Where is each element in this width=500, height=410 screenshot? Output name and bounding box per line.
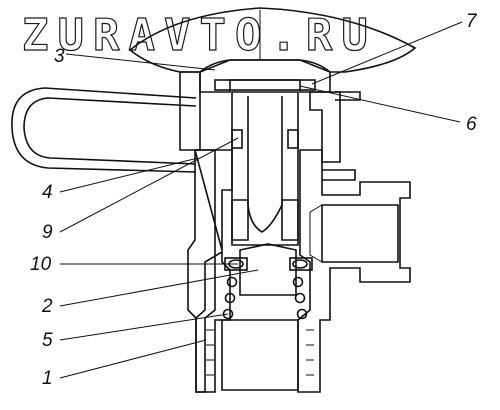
- valve-stem: [231, 91, 299, 246]
- part-label-1: 1: [42, 368, 53, 389]
- valve-body: [187, 91, 411, 393]
- part-label-6: 6: [466, 114, 477, 135]
- spring: [222, 276, 308, 320]
- part-label-3: 3: [54, 46, 65, 67]
- valve-plug: [224, 243, 313, 296]
- part-label-2: 2: [41, 296, 53, 317]
- o-ring-right: [287, 129, 299, 149]
- part-label-5: 5: [42, 330, 53, 351]
- gasket-top: [214, 79, 316, 91]
- part-label-7: 7: [466, 11, 478, 32]
- part-label-10: 10: [30, 254, 52, 275]
- leader-lines: [59, 21, 463, 379]
- part-label-4: 4: [42, 182, 53, 203]
- part-label-9: 9: [42, 222, 53, 243]
- handle-loop: [11, 87, 197, 173]
- o-ring-left: [231, 129, 243, 149]
